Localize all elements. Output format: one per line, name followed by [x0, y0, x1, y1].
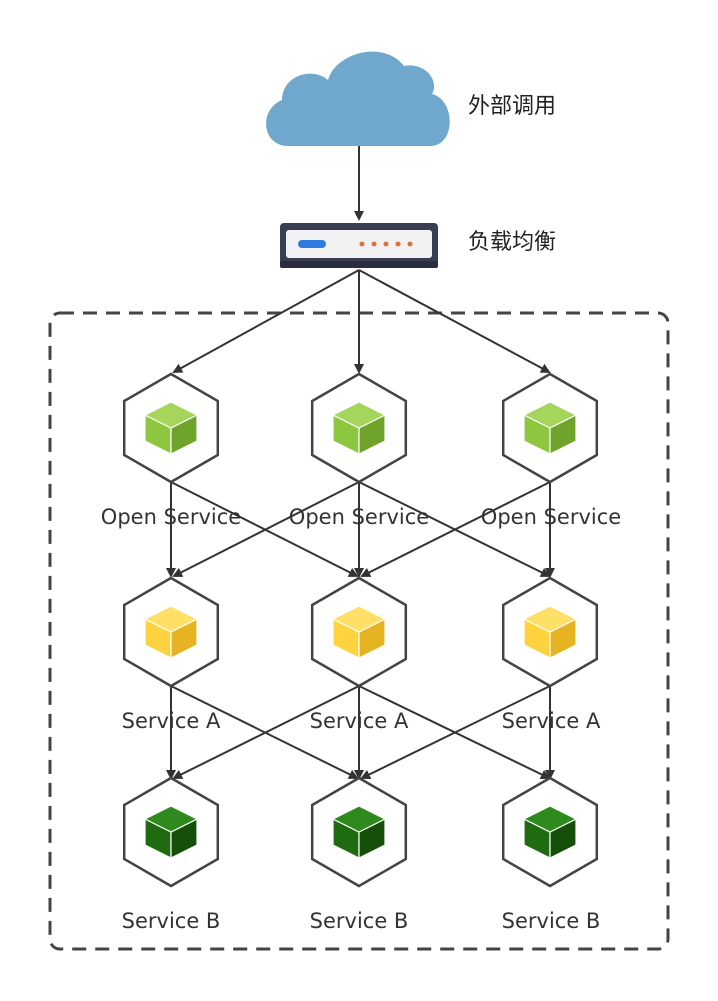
- service-a-label-2: Service A: [309, 709, 409, 733]
- service-a-node-2: [310, 576, 408, 688]
- service-a-label-3: Service A: [501, 709, 601, 733]
- cube-icon: [331, 805, 387, 859]
- cube-icon: [522, 805, 578, 859]
- cube-icon: [331, 401, 387, 455]
- cloud-icon: [266, 51, 450, 146]
- open-service-label-1: Open Service: [100, 505, 242, 529]
- service-b-node-3: [501, 776, 599, 888]
- service-b-label-2: Service B: [309, 909, 409, 933]
- service-a-node-1: [122, 576, 220, 688]
- cube-icon: [522, 401, 578, 455]
- cube-icon: [143, 805, 199, 859]
- external-call-label: 外部调用: [468, 94, 557, 119]
- cube-icon: [143, 401, 199, 455]
- lb-to-open-service-arrows: [172, 269, 551, 374]
- service-b-node-2: [310, 776, 408, 888]
- service-a-label-1: Service A: [121, 709, 221, 733]
- cube-icon: [143, 605, 199, 659]
- load-balancer-icon: [280, 223, 438, 268]
- service-b-label-1: Service B: [121, 909, 221, 933]
- open-service-node-3: [501, 372, 599, 484]
- open-to-service-a-arrows: [166, 481, 555, 578]
- open-service-label-3: Open Service: [480, 505, 622, 529]
- service-b-label-3: Service B: [501, 909, 601, 933]
- cube-icon: [522, 605, 578, 659]
- service-nodes: [122, 372, 599, 888]
- arrow-lb-to-open-3: [358, 269, 551, 373]
- cube-icon: [331, 605, 387, 659]
- arrow-lb-to-open-1: [172, 269, 360, 373]
- open-service-node-1: [122, 372, 220, 484]
- open-service-label-2: Open Service: [288, 505, 430, 529]
- load-balancer-label: 负载均衡: [468, 230, 557, 255]
- service-a-to-service-b-arrows: [166, 685, 555, 780]
- service-a-node-3: [501, 576, 599, 688]
- service-b-node-1: [122, 776, 220, 888]
- open-service-node-2: [310, 372, 408, 484]
